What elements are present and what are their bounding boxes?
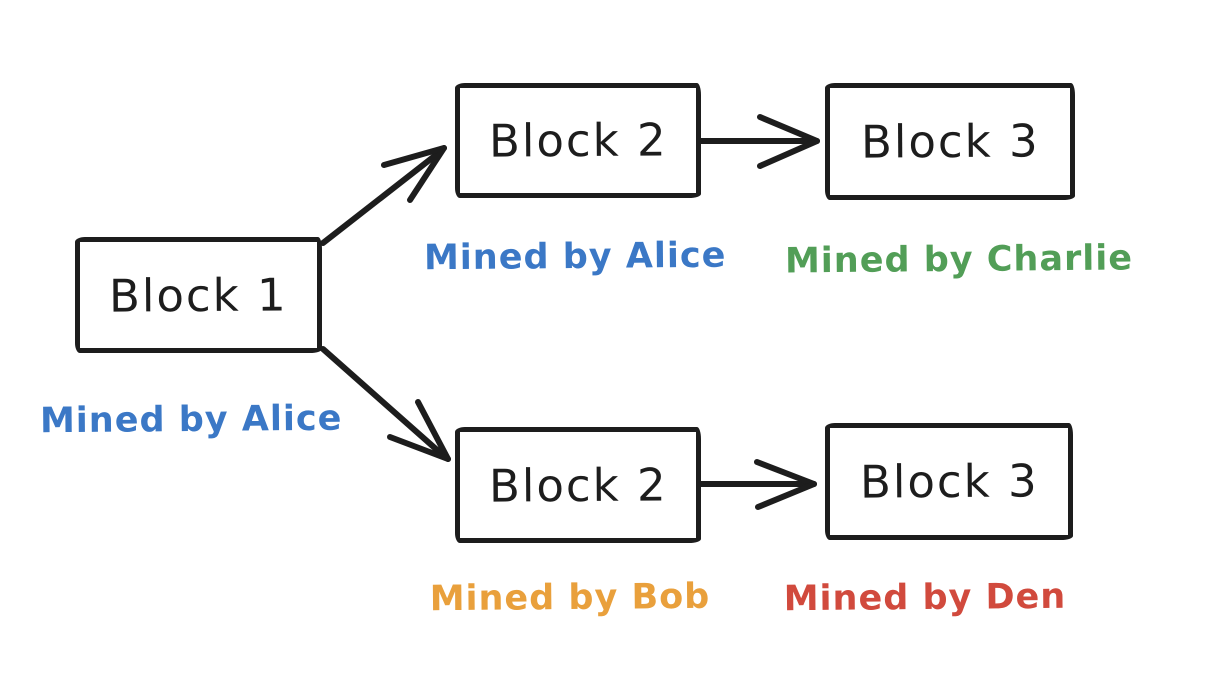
annotation-mined-by-alice-block1: Mined by Alice [39, 398, 343, 442]
node-block-1-label: Block 1 [108, 267, 289, 323]
node-block-3-top-label: Block 3 [860, 114, 1040, 169]
node-block-2-top: Block 2 [455, 83, 701, 198]
annotation-mined-by-den: Mined by Den [783, 576, 1067, 620]
arrow-block2-top-to-block3-top [698, 114, 820, 169]
node-block-2-bottom: Block 2 [455, 427, 701, 543]
node-block-3-top: Block 3 [825, 83, 1075, 200]
annotation-mined-by-alice-block2-top: Mined by Alice [423, 235, 727, 279]
annotation-mined-by-bob: Mined by Bob [429, 576, 711, 620]
arrow-block1-to-block2-top [320, 145, 447, 246]
node-block-2-top-label: Block 2 [488, 113, 668, 168]
arrow-block2-bottom-to-block3-bottom [698, 459, 817, 510]
node-block-3-bottom: Block 3 [825, 423, 1073, 540]
annotation-mined-by-charlie: Mined by Charlie [784, 238, 1134, 282]
node-block-3-bottom-label: Block 3 [859, 454, 1039, 509]
node-block-1: Block 1 [75, 237, 322, 353]
node-block-2-bottom-label: Block 2 [488, 457, 668, 513]
